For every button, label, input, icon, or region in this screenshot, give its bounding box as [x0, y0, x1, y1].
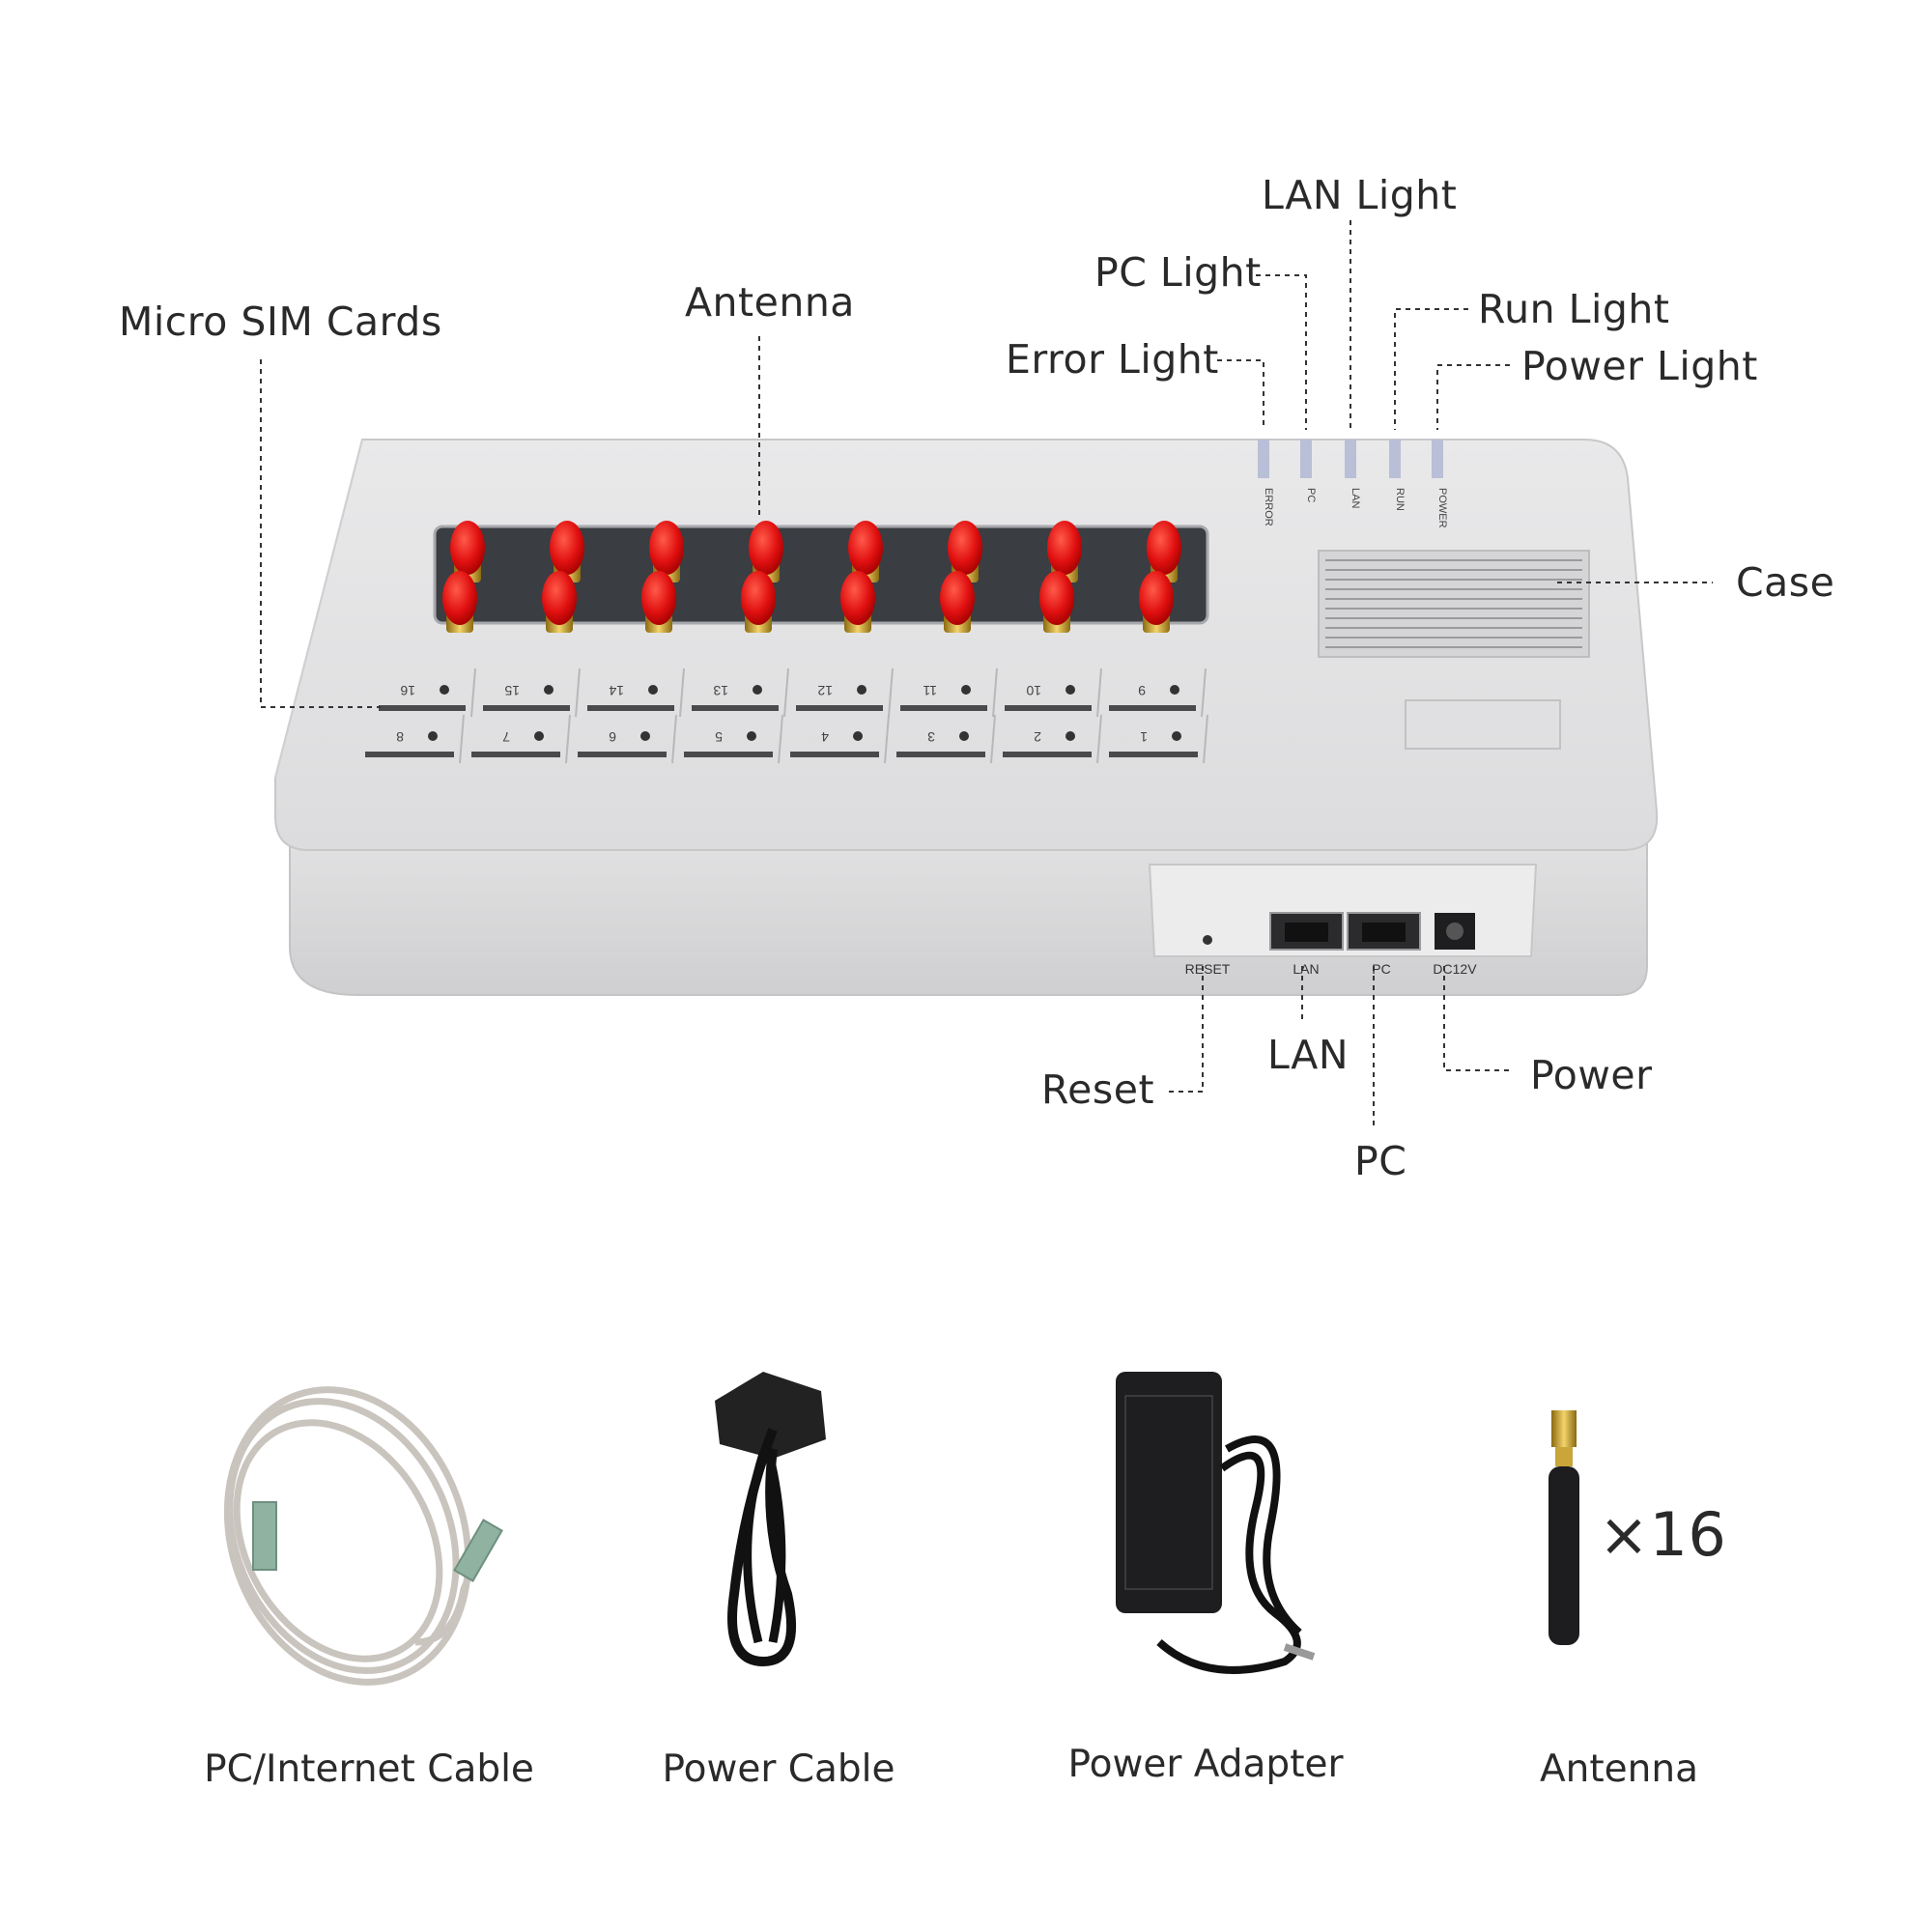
sim-slot[interactable]: 11	[900, 668, 998, 718]
svg-text:LAN: LAN	[1350, 488, 1361, 508]
callout-pc-light: PC Light	[1094, 249, 1262, 296]
sim-slot-number: 8	[396, 729, 404, 745]
sim-slot[interactable]: 5	[684, 714, 783, 764]
sim-slot-number: 6	[609, 729, 616, 745]
sim-slot[interactable]: 7	[471, 714, 571, 764]
caption-antenna: Antenna	[1539, 1747, 1699, 1791]
led-pc: PC	[1300, 440, 1317, 502]
sim-slot-number: 7	[502, 729, 510, 745]
sim-slot-number: 4	[821, 729, 829, 745]
sim-slot[interactable]: 9	[1109, 668, 1207, 718]
sim-slot[interactable]: 8	[365, 714, 465, 764]
caption-pc-internet-cable: PC/Internet Cable	[204, 1747, 534, 1791]
callout-lan-light: LAN Light	[1262, 172, 1458, 218]
antenna-connector	[1039, 571, 1074, 633]
callout-antenna: Antenna	[685, 279, 855, 326]
callout-micro-sim-cards: Micro SIM Cards	[119, 298, 442, 345]
sim-slot-number: 10	[1026, 683, 1041, 698]
sim-slot-number: 14	[609, 683, 624, 698]
antenna-connector	[848, 521, 883, 582]
lan-port	[1269, 912, 1344, 951]
port-label-lan: LAN	[1293, 961, 1319, 977]
callout-leader-lines	[260, 220, 1713, 1125]
power-cable-image	[715, 1372, 826, 1667]
sim-slot-number: 12	[817, 683, 833, 698]
sim-slot[interactable]: 1	[1109, 714, 1208, 764]
antenna-connector	[641, 571, 676, 633]
rj45-connectors	[252, 1501, 503, 1582]
antenna-connector	[450, 521, 485, 582]
led-power: POWER	[1432, 440, 1448, 528]
sim-slot-grid: 16 15 14 13 12 11 10 9 8 7 6 5 4 3 2 1	[365, 668, 1208, 764]
sim-slot-number: 5	[715, 729, 723, 745]
antenna-connector	[649, 521, 684, 582]
antenna-connectors	[442, 521, 1181, 633]
sim-slot-number: 16	[400, 683, 415, 698]
port-label-dc: DC12V	[1433, 961, 1477, 977]
sim-slot[interactable]: 14	[587, 668, 685, 718]
callout-case: Case	[1736, 559, 1835, 606]
sim-slot-number: 2	[1034, 729, 1041, 745]
callout-power-light: Power Light	[1521, 343, 1758, 389]
label-plate	[1405, 699, 1561, 750]
sim-slot[interactable]: 15	[483, 668, 581, 718]
sim-slot[interactable]: 3	[896, 714, 996, 764]
callout-reset: Reset	[1041, 1066, 1155, 1113]
sim-slot-number: 9	[1138, 683, 1146, 698]
antenna-connector	[840, 571, 875, 633]
sim-slot-number: 11	[923, 683, 937, 698]
sim-slot[interactable]: 4	[790, 714, 890, 764]
led-error: ERROR	[1258, 440, 1274, 526]
antenna-connector	[442, 571, 477, 633]
callout-error-light: Error Light	[1006, 336, 1219, 383]
sim-slot[interactable]: 16	[379, 668, 476, 718]
antenna-connector	[940, 571, 975, 633]
antenna-accessory-image	[1548, 1410, 1579, 1645]
antenna-quantity: ×16	[1599, 1499, 1727, 1570]
svg-text:RUN: RUN	[1394, 488, 1406, 511]
sim-slot[interactable]: 2	[1003, 714, 1102, 764]
callout-pc: PC	[1354, 1138, 1407, 1184]
callout-power: Power	[1530, 1052, 1653, 1098]
led-lan: LAN	[1345, 440, 1361, 508]
svg-text:ERROR: ERROR	[1263, 488, 1274, 526]
caption-power-cable: Power Cable	[662, 1747, 895, 1791]
antenna-connector	[1139, 571, 1174, 633]
sim-slot[interactable]: 12	[796, 668, 894, 718]
network-cable-image	[223, 1386, 482, 1686]
sim-slot-number: 13	[713, 683, 728, 698]
antenna-connector	[542, 571, 577, 633]
sim-slot[interactable]: 6	[578, 714, 677, 764]
sim-slot-number: 3	[927, 729, 935, 745]
port-label-reset: RESET	[1185, 961, 1231, 977]
caption-power-adapter: Power Adapter	[1067, 1743, 1344, 1786]
sim-slot-number: 1	[1140, 729, 1148, 745]
svg-text:PC: PC	[1305, 488, 1317, 502]
reset-hole	[1203, 935, 1212, 945]
callout-run-light: Run Light	[1478, 286, 1670, 332]
antenna-connector	[741, 571, 776, 633]
vent-grille	[1318, 550, 1590, 658]
led-indicators: ERROR PC LAN RUN POWER	[1258, 440, 1448, 528]
svg-text:POWER: POWER	[1436, 488, 1448, 528]
port-label-pc: PC	[1372, 961, 1390, 977]
sim-slot-number: 15	[504, 683, 520, 698]
led-run: RUN	[1389, 440, 1406, 511]
power-adapter-image	[1116, 1372, 1316, 1674]
sim-slot[interactable]: 10	[1005, 668, 1102, 718]
antenna-panel	[433, 525, 1209, 625]
sim-slot[interactable]: 13	[692, 668, 789, 718]
callout-lan: LAN	[1267, 1032, 1350, 1078]
